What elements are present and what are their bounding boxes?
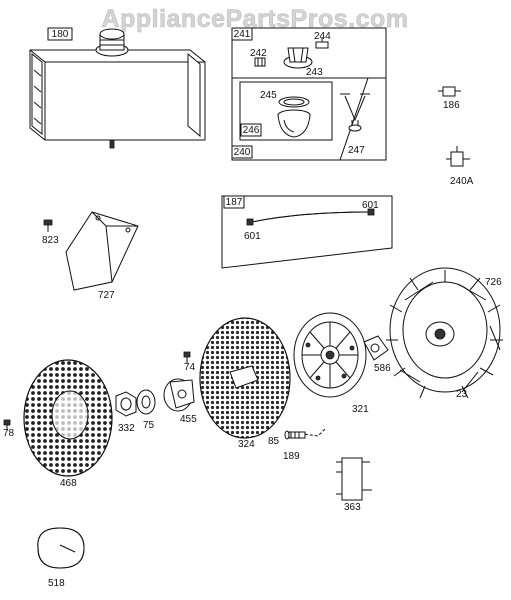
armature-part[interactable]: [336, 457, 372, 501]
starter-cup-part[interactable]: [363, 335, 389, 361]
part-label-727: 727: [98, 290, 115, 301]
strainer-cap-part[interactable]: [283, 47, 313, 69]
part-label-240: 240: [234, 147, 251, 158]
part-label-23: 23: [456, 389, 468, 400]
flywheel-part[interactable]: [386, 267, 503, 399]
part-label-455: 455: [180, 414, 197, 425]
shutoff-valve-part[interactable]: [446, 146, 470, 167]
assembly-240-box: [231, 77, 387, 161]
part-label-363: 363: [344, 502, 361, 513]
washer-part[interactable]: [136, 389, 156, 415]
part-label-245: 245: [260, 90, 277, 101]
rotating-screen-part[interactable]: [199, 317, 291, 439]
part-label-186: 186: [443, 100, 460, 111]
screw-74-part[interactable]: [183, 351, 191, 363]
part-label-74: 74: [184, 362, 196, 373]
fuel-line-part[interactable]: [246, 208, 375, 226]
callout-box-246: [240, 123, 262, 137]
part-label-332: 332: [118, 423, 135, 434]
leader-dashed-line: [289, 427, 327, 437]
fan-housing-part[interactable]: [293, 312, 367, 398]
part-label-518: 518: [48, 578, 65, 589]
part-label-321: 321: [352, 404, 369, 415]
part-label-187: 187: [226, 197, 243, 208]
gasket-ring-part[interactable]: [278, 96, 310, 108]
callout-box-241: [231, 27, 253, 41]
callout-box-240: [231, 145, 253, 159]
bowl-bail-part[interactable]: [340, 93, 370, 132]
shroud-bracket-part[interactable]: [65, 211, 139, 291]
part-label-601-left: 601: [244, 231, 261, 242]
part-label-75: 75: [143, 420, 155, 431]
fuel-tank-part[interactable]: [29, 28, 206, 149]
part-label-726: 726: [485, 277, 502, 288]
fuel-valve-fitting-part[interactable]: [438, 86, 461, 97]
part-label-247: 247: [348, 145, 365, 156]
part-label-324: 324: [238, 439, 255, 450]
sediment-bowl-part[interactable]: [277, 109, 311, 138]
part-label-601-right: 601: [362, 200, 379, 211]
assembly-246-box: [239, 81, 333, 141]
part-label-242: 242: [250, 48, 267, 59]
part-label-241: 241: [234, 29, 251, 40]
fuel-line-box: [221, 195, 393, 269]
grass-screen-part[interactable]: [23, 359, 113, 477]
part-label-468: 468: [60, 478, 77, 489]
starter-clutch-part[interactable]: [163, 378, 195, 412]
part-label-85: 85: [268, 436, 280, 447]
part-label-243: 243: [306, 67, 323, 78]
callout-box-180: [47, 27, 73, 41]
watermark-text: AppliancePartsPros.com: [102, 5, 409, 33]
part-label-189: 189: [283, 451, 300, 462]
part-label-586: 586: [374, 363, 391, 374]
screw-823-part[interactable]: [43, 219, 53, 232]
fuel-clip-part[interactable]: [315, 38, 329, 49]
flywheel-nut-part[interactable]: [115, 391, 137, 417]
part-label-244: 244: [314, 31, 331, 42]
fuel-fitting-part[interactable]: [254, 57, 266, 67]
part-label-246: 246: [243, 125, 260, 136]
bolt-189-part[interactable]: [284, 430, 306, 440]
part-label-823: 823: [42, 235, 59, 246]
wire-spring-part[interactable]: [37, 527, 85, 569]
screw-78-part[interactable]: [3, 419, 11, 430]
part-label-78: 78: [3, 428, 15, 439]
part-label-180: 180: [52, 29, 69, 40]
callout-box-187: [223, 195, 245, 209]
part-label-240a: 240A: [450, 176, 474, 187]
